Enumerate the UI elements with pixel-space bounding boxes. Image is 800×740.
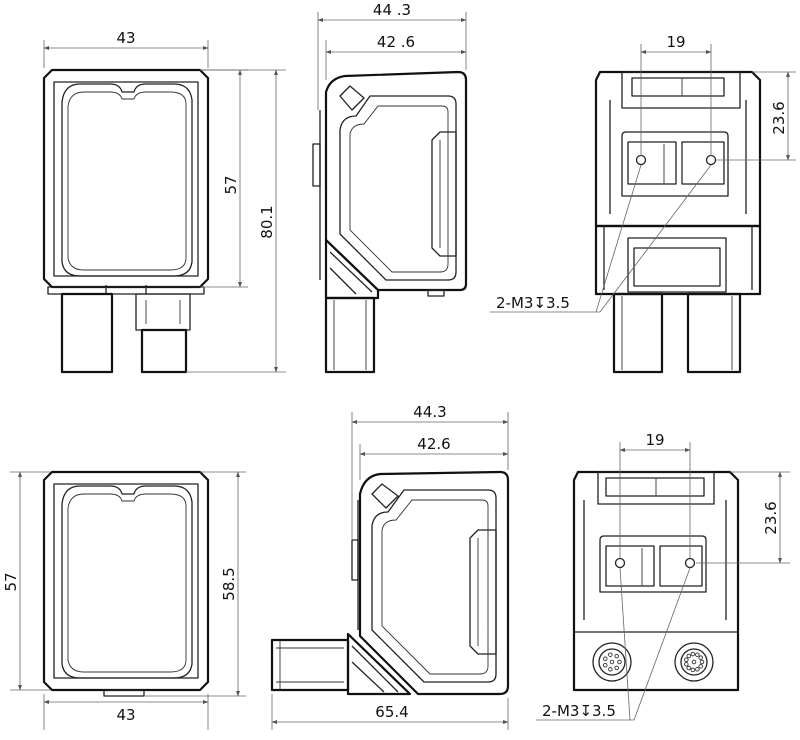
dim-hole-spacing-19: 19 — [666, 33, 685, 51]
connector-pin — [602, 663, 608, 668]
connector-pin — [609, 659, 615, 665]
dim-width-43: 43 — [116, 29, 135, 47]
side-view-bottom — [270, 470, 510, 696]
connector-pins — [602, 651, 705, 673]
dim-height-57: 57 — [2, 572, 20, 591]
side-view-top — [312, 70, 468, 374]
thread-callout: 2-M3↧3.5 — [542, 702, 616, 720]
connector-pin — [698, 664, 703, 669]
connector-pin — [695, 667, 700, 672]
back-view-bottom — [572, 470, 740, 692]
connector-pin — [614, 653, 619, 659]
connector-pin — [699, 659, 705, 665]
connector-pin — [695, 652, 700, 657]
front-view-top — [42, 68, 210, 374]
connector-pin — [691, 659, 697, 665]
dim-depth-42-6: 42 .6 — [377, 33, 415, 51]
dim-width-43: 43 — [116, 706, 135, 724]
connector-pin — [608, 667, 613, 672]
dim-hole-spacing-19: 19 — [645, 431, 664, 449]
dim-height-57: 57 — [222, 175, 240, 194]
dim-length-65-4: 65.4 — [375, 703, 408, 721]
dim-depth-44-3: 44 .3 — [373, 1, 411, 19]
connector-pin — [698, 655, 703, 660]
dim-hole-height-23-6: 23.6 — [770, 101, 788, 134]
dim-hole-height-23-6: 23.6 — [762, 501, 780, 534]
connector-pin — [684, 662, 689, 667]
connector-pin — [617, 659, 622, 665]
dim-height-58-5: 58.5 — [220, 567, 238, 600]
connector-pin — [686, 665, 692, 671]
connector-pin — [614, 665, 619, 671]
dimensions-bottom-row — [10, 412, 790, 730]
connector-pin — [684, 657, 689, 663]
connector-pin — [690, 667, 696, 673]
dim-depth-42-6: 42.6 — [417, 435, 450, 453]
thread-callout: 2-M3↧3.5 — [496, 294, 570, 312]
connector-pin — [608, 652, 613, 657]
back-view-top — [594, 70, 762, 374]
dim-depth-44-3: 44.3 — [413, 403, 446, 421]
connector-pin — [686, 653, 692, 659]
dim-height-80-1: 80.1 — [258, 205, 276, 238]
front-view-bottom — [42, 470, 210, 697]
connector-pin — [690, 651, 696, 657]
connector-pin — [602, 656, 608, 662]
dimensions-top-row — [43, 12, 796, 373]
